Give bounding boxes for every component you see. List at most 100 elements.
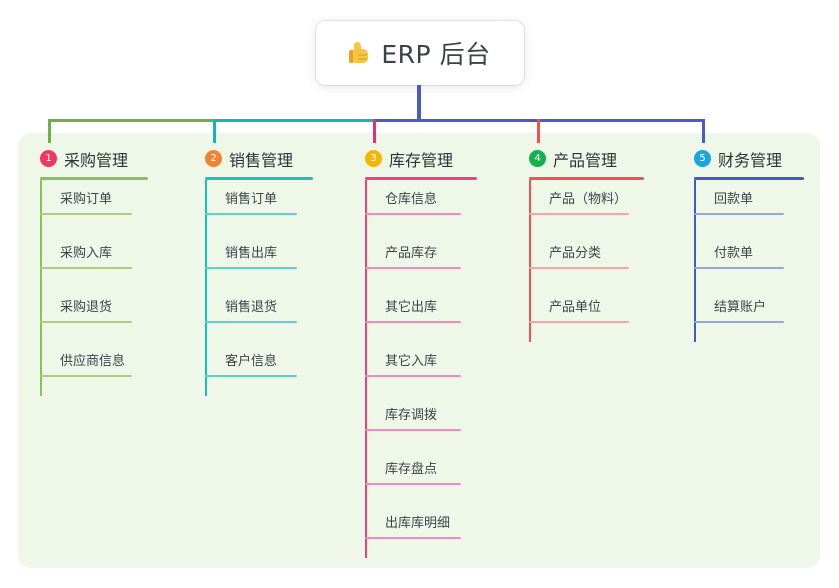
list-item-underline xyxy=(40,375,132,377)
list-item[interactable]: 销售出库 xyxy=(205,234,313,288)
list-item[interactable]: 仓库信息 xyxy=(365,180,477,234)
bus-teal xyxy=(213,119,376,122)
list-item[interactable]: 付款单 xyxy=(694,234,804,288)
root-node-content: ERP 后台 xyxy=(349,35,490,71)
list-item-underline xyxy=(529,267,629,269)
column-stem-4 xyxy=(529,180,531,342)
column-underline-2 xyxy=(205,177,313,180)
list-item[interactable]: 库存调拨 xyxy=(365,396,477,450)
column-title-4: 产品管理 xyxy=(553,150,618,170)
list-item-label: 采购退货 xyxy=(60,300,113,315)
list-item-label: 销售退货 xyxy=(225,300,278,315)
column-title-2: 销售管理 xyxy=(229,150,294,170)
list-item-label: 付款单 xyxy=(714,246,754,261)
column-underline-3 xyxy=(365,177,477,180)
list-item[interactable]: 采购退货 xyxy=(40,288,148,342)
list-item-label: 库存盘点 xyxy=(385,462,438,477)
diagram-panel xyxy=(18,133,820,568)
list-item-label: 库存调拨 xyxy=(385,408,438,423)
column-title-1: 采购管理 xyxy=(64,150,129,170)
column-items-3: 仓库信息产品库存其它出库其它入库库存调拨库存盘点出库库明细 xyxy=(365,180,477,558)
connector-drop-3 xyxy=(373,119,376,143)
list-item[interactable]: 销售订单 xyxy=(205,180,313,234)
list-item-underline xyxy=(365,375,461,377)
column-stem-2 xyxy=(205,180,207,396)
list-item-label: 产品分类 xyxy=(549,246,602,261)
column-header-2[interactable]: 2 销售管理 xyxy=(205,146,313,171)
column-underline-1 xyxy=(40,177,148,180)
list-item-label: 仓库信息 xyxy=(385,192,438,207)
list-item[interactable]: 其它出库 xyxy=(365,288,477,342)
list-item[interactable]: 产品库存 xyxy=(365,234,477,288)
list-item[interactable]: 库存盘点 xyxy=(365,450,477,504)
list-item[interactable]: 产品分类 xyxy=(529,234,644,288)
list-item-underline xyxy=(529,321,629,323)
list-item-label: 采购入库 xyxy=(60,246,113,261)
list-item[interactable]: 采购入库 xyxy=(40,234,148,288)
column-badge-2: 2 xyxy=(205,150,222,167)
list-item-underline xyxy=(205,375,297,377)
list-item-label: 供应商信息 xyxy=(60,354,126,369)
list-item-underline xyxy=(529,213,629,215)
column-stem-3 xyxy=(365,180,367,558)
list-item-underline xyxy=(365,537,461,539)
list-item-label: 回款单 xyxy=(714,192,754,207)
list-item[interactable]: 采购订单 xyxy=(40,180,148,234)
list-item[interactable]: 产品单位 xyxy=(529,288,644,342)
list-item-label: 采购订单 xyxy=(60,192,113,207)
connector-drop-1 xyxy=(48,119,51,143)
column-title-3: 库存管理 xyxy=(389,150,454,170)
list-item-label: 产品库存 xyxy=(385,246,438,261)
list-item-label: 客户信息 xyxy=(225,354,278,369)
root-node-card[interactable]: ERP 后台 xyxy=(316,21,524,85)
list-item[interactable]: 供应商信息 xyxy=(40,342,148,396)
list-item[interactable]: 出库库明细 xyxy=(365,504,477,558)
column-underline-4 xyxy=(529,177,644,180)
list-item[interactable]: 其它入库 xyxy=(365,342,477,396)
column-3: 3 库存管理仓库信息产品库存其它出库其它入库库存调拨库存盘点出库库明细 xyxy=(365,146,477,558)
connector-drop-4 xyxy=(537,119,540,143)
connector-drop-2 xyxy=(213,119,216,143)
list-item-underline xyxy=(365,429,461,431)
list-item-underline xyxy=(205,321,297,323)
column-2: 2 销售管理销售订单销售出库销售退货客户信息 xyxy=(205,146,313,396)
list-item[interactable]: 产品（物料） xyxy=(529,180,644,234)
list-item-underline xyxy=(365,483,461,485)
list-item-underline xyxy=(205,213,297,215)
column-header-3[interactable]: 3 库存管理 xyxy=(365,146,477,171)
column-underline-5 xyxy=(694,177,804,180)
list-item-underline xyxy=(40,267,132,269)
thumbs-up-icon xyxy=(349,41,371,64)
list-item-underline xyxy=(694,213,784,215)
list-item-underline xyxy=(365,267,461,269)
column-badge-1: 1 xyxy=(40,150,57,167)
list-item-label: 销售出库 xyxy=(225,246,278,261)
list-item-underline xyxy=(205,267,297,269)
list-item-underline xyxy=(40,321,132,323)
column-items-5: 回款单付款单结算账户 xyxy=(694,180,804,342)
list-item-underline xyxy=(365,321,461,323)
list-item[interactable]: 结算账户 xyxy=(694,288,804,342)
column-items-4: 产品（物料） 产品分类产品单位 xyxy=(529,180,644,342)
column-header-1[interactable]: 1 采购管理 xyxy=(40,146,148,171)
list-item-label: 其它出库 xyxy=(385,300,438,315)
column-stem-1 xyxy=(40,180,42,396)
list-item[interactable]: 销售退货 xyxy=(205,288,313,342)
list-item[interactable]: 回款单 xyxy=(694,180,804,234)
list-item-label: 产品（物料） xyxy=(549,192,628,207)
list-item[interactable]: 客户信息 xyxy=(205,342,313,396)
list-item-label: 其它入库 xyxy=(385,354,438,369)
connector-drop-5 xyxy=(702,119,705,143)
column-items-1: 采购订单采购入库采购退货供应商信息 xyxy=(40,180,148,396)
column-title-5: 财务管理 xyxy=(718,150,783,170)
list-item-underline xyxy=(694,267,784,269)
list-item-underline xyxy=(40,213,132,215)
column-items-2: 销售订单销售出库销售退货客户信息 xyxy=(205,180,313,396)
root-node-title: ERP 后台 xyxy=(381,40,491,69)
list-item-label: 出库库明细 xyxy=(385,516,451,531)
column-badge-3: 3 xyxy=(365,150,382,167)
